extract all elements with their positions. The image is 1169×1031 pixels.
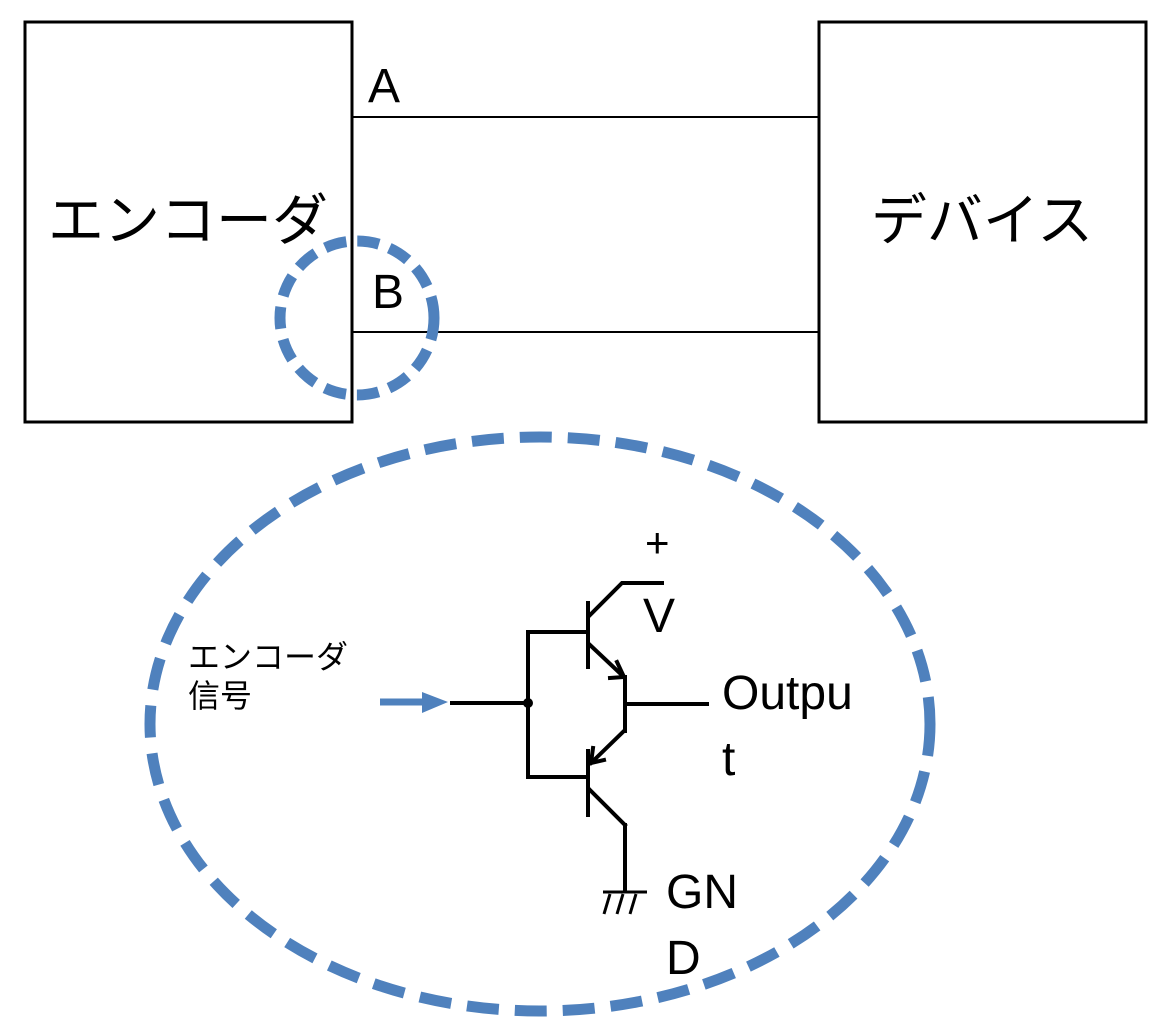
device-label: デバイス [871, 189, 1093, 254]
ground-label-line1: GN [666, 866, 738, 919]
ground-label-line2: D [666, 932, 701, 985]
supply-label-v: V [643, 590, 675, 643]
device-box [817, 20, 1148, 424]
input-label-line2: 信号 [188, 677, 252, 715]
signal-label-b: B [372, 266, 404, 319]
npn-emitter [587, 642, 627, 680]
npn-transistor [586, 581, 664, 681]
npn-collector [587, 581, 664, 618]
device-block: デバイス [817, 20, 1148, 424]
output-label-line1: Outpu [722, 667, 853, 720]
ground-icon [602, 890, 647, 915]
detail-ellipse [144, 431, 936, 1017]
pnp-transistor [586, 728, 628, 828]
encoder-box [23, 20, 354, 424]
pnp-emitter [588, 728, 627, 766]
push-pull-circuit [450, 581, 709, 893]
encoder-label: エンコーダ [48, 189, 328, 254]
encoder-block: エンコーダ [23, 20, 354, 424]
pnp-emitter-arrow [588, 745, 607, 766]
supply-label-plus: + [645, 519, 670, 566]
pnp-collector [587, 787, 628, 828]
input-arrow-icon [380, 692, 448, 713]
output-label-line2: t [722, 733, 735, 786]
input-label-line1: エンコーダ [188, 638, 348, 676]
base-bus-wire [526, 630, 590, 779]
highlight-circle [274, 235, 440, 401]
signal-label-a: A [368, 60, 400, 113]
